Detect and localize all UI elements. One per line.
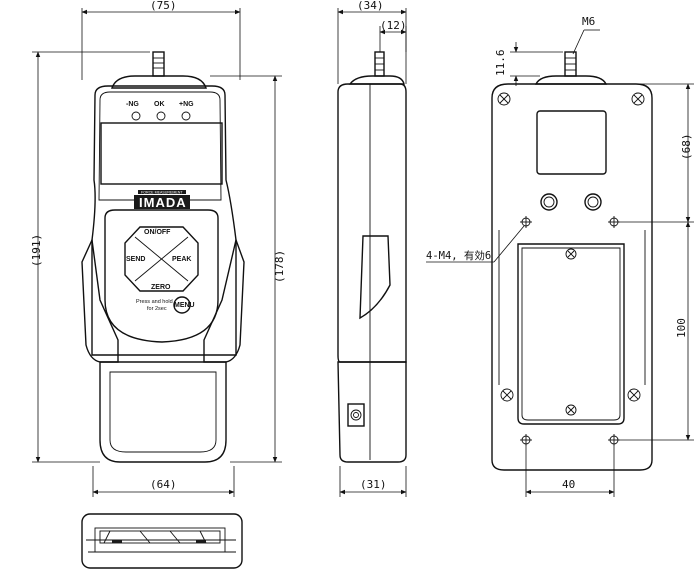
dim-thread-label: M6 [582,15,595,28]
onoff-button[interactable]: ON/OFF [144,229,171,236]
menu-hint-line1: Press and hold [136,299,173,305]
bottom-view [81,513,243,569]
dim-m4-holes-label: 4-M4, 有効6 [426,249,491,262]
dim-side-bottom-depth: (31) [339,466,407,497]
front-load-shaft [152,51,165,77]
bottom-connector-right [196,540,206,543]
dim-front-width-label: (75) [150,0,177,12]
dim-front-body-height-label: (178) [273,250,286,283]
dim-back-upper-label: (68) [680,134,693,161]
back-corner-screw-top-right [631,92,645,106]
brand-name: IMADA [139,195,187,210]
side-body-outline [337,83,407,363]
back-battery-cover [517,243,625,425]
led-ok [156,111,166,121]
front-lower-body [99,361,227,463]
side-grip [359,235,391,320]
front-dpad [124,226,199,292]
back-hole-left [540,193,558,211]
side-view [337,51,407,463]
dim-front-body-height: (178) [210,75,286,463]
front-view: -NG OK +NG FORCE MEASUREMENT IMADA ON/OF… [81,51,245,463]
back-hole-right [584,193,602,211]
menu-button[interactable]: MENU [174,302,195,309]
m4-hole-top-left [520,216,532,228]
back-corner-screw-bottom-right [627,388,641,402]
send-button[interactable]: SEND [126,256,145,263]
back-corner-screw-bottom-left [500,388,514,402]
zero-button[interactable]: ZERO [151,284,171,291]
front-body-outline [91,85,237,356]
front-keypad-panel [104,209,219,343]
dim-hole-horizontal-label: 40 [562,478,575,491]
brand-tagline: FORCE MEASUREMENT [141,191,183,195]
dim-side-offset-label: (12) [380,19,407,32]
indicator-label-minus-ng: -NG [126,101,139,108]
battery-cover-screw-top [565,248,577,260]
dim-front-width: (75) [81,0,241,80]
m4-hole-top-right [608,216,620,228]
m4-hole-bottom-right [608,434,620,446]
dim-hole-vertical: 100 [620,221,694,441]
dim-side-depth: (34) [337,0,407,84]
bottom-connector-left [112,540,122,543]
led-minus-ng [131,111,141,121]
front-left-grip [81,237,119,363]
bottom-body-outline [81,513,243,569]
dim-back-upper: (68) [620,83,694,223]
front-right-grip [203,237,245,363]
dim-thread-height-label: 11.6 [494,50,507,77]
led-plus-ng [181,111,191,121]
dim-front-bottom-width: (64) [92,466,235,497]
dim-hole-vertical-label: 100 [675,318,688,338]
peak-button[interactable]: PEAK [172,256,191,263]
dim-front-bottom-width-label: (64) [150,478,177,491]
dim-front-total-height-label: (191) [30,234,43,267]
front-indicators: -NG OK +NG [126,101,194,121]
front-brand-plate: FORCE MEASUREMENT IMADA [134,190,190,210]
dim-front-total-height: (191) [30,51,150,463]
dim-side-offset: (12) [379,19,407,52]
side-connector [347,403,365,427]
dim-side-depth-label: (34) [357,0,384,12]
back-body-outline [491,83,653,471]
dim-m4-holes-leader: 4-M4, 有効6 [426,225,525,263]
dim-thread-height: 11.6 [494,42,563,86]
m4-hole-bottom-left [520,434,532,446]
front-top-cap [111,75,207,89]
dim-hole-horizontal: 40 [525,446,615,497]
menu-hint-line2: for 2sec [147,306,167,312]
back-label-window [536,110,607,175]
dim-side-bottom-depth-label: (31) [360,478,387,491]
back-view [491,51,653,471]
side-lower-body [337,361,407,463]
menu-button-ring[interactable] [173,296,191,314]
front-display [100,122,223,185]
back-corner-screw-top-left [497,92,511,106]
dim-m6-leader: M6 [572,15,600,55]
indicator-label-plus-ng: +NG [179,101,194,108]
indicator-label-ok: OK [154,101,165,108]
battery-cover-screw-bottom [565,404,577,416]
